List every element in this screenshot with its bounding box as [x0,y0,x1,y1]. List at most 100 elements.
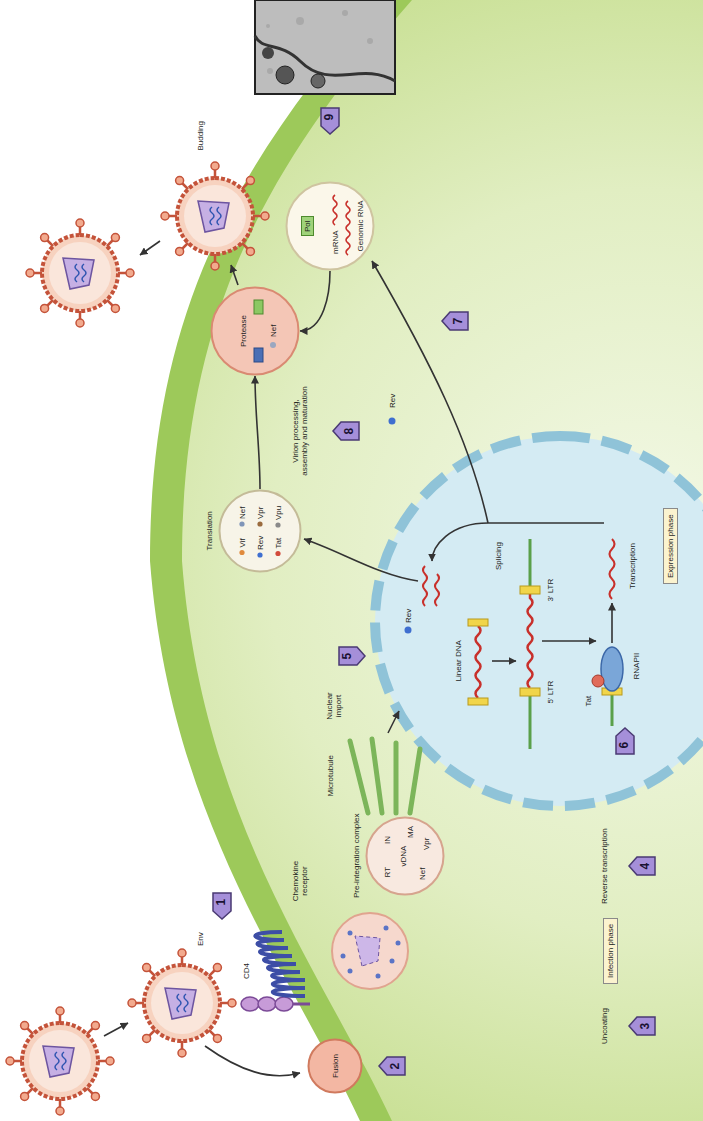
art-circle [405,627,412,634]
entry-arrows [104,1023,300,1076]
flow-arrow [255,376,260,489]
art-path [104,1023,128,1036]
art-rect [255,0,395,94]
callout-number: 4 [629,857,655,875]
annotation-label: Virion processing, assembly and maturati… [291,383,309,479]
protein-label: MA [406,826,415,838]
art-ellipse [601,647,623,691]
art-rect [520,688,540,696]
protein-label: Vpu [274,506,283,520]
art-circle [332,913,408,989]
linear-dna [468,619,488,705]
phase-box: Infection phase [603,918,618,984]
art-circle [276,66,294,84]
annotation-label: 3' LTR [546,579,555,602]
callout-arrow [321,108,339,134]
art-path [372,261,488,523]
annotation-label: RNAPII [632,653,641,680]
spliced-rna [423,566,439,606]
callout-number: 6 [616,728,634,754]
protein-label: Fusion [331,1054,340,1078]
protein-label: Vpr [256,507,265,519]
art-circle [341,954,346,959]
protein-label: Vpr [422,838,431,850]
callout-text: 3 [639,1023,653,1030]
art-path [231,265,238,285]
art-line [410,749,420,813]
callout-number: 7 [442,312,468,330]
art-circle [384,926,389,931]
bubble-heading: Pre-integration complex [352,814,361,898]
bubble-node: Fusion [307,1038,363,1094]
protein-dot [257,521,262,526]
annotation-label: Linear DNA [454,640,463,681]
art-circle [367,38,373,44]
box-text: Expression phase [666,514,675,578]
callout-number: 9 [321,108,339,134]
annotation-label: Env [196,932,205,946]
annotation-label: Transcription [628,543,637,589]
bubble-circle [367,818,444,895]
art-line [394,743,399,813]
protein-dot [275,522,280,527]
pol-box [254,300,263,314]
phase-box: Pol [301,216,314,236]
callout-arrow [442,312,468,330]
flow-arrow [300,271,330,331]
bubble-heading: Translation [205,511,214,550]
protein-label: Rev [256,536,265,550]
cd4-receptor [241,997,310,1011]
art-ellipse [258,997,276,1011]
callout-arrow [379,1057,405,1075]
bubble-circle [212,288,299,375]
art-circle [396,941,401,946]
art-path [488,522,604,524]
art-path [610,539,615,599]
annotation-label: Chemokine receptor [291,855,309,907]
callout-number: 8 [333,422,359,440]
art-circle [376,974,381,979]
annotation-label: Uncoating [600,1008,609,1044]
protein-label: RT [383,867,392,878]
callout-shape [321,108,339,134]
art-circle [348,931,353,936]
art-circle [311,74,325,88]
callout-number: 5 [339,647,365,665]
protein-label: vDNA [399,846,408,867]
protein-label: Protease [239,315,248,347]
bubble-node: mRNAGenomic RNAPol [285,181,375,271]
box-text: Infection phase [606,924,615,978]
callout-text: 5 [341,653,355,660]
nucleus [375,436,703,806]
annotation-label: Rev [404,609,413,623]
art-path [140,241,160,255]
protein-label: Nef [269,325,278,337]
bubble-circle [220,491,301,572]
callout-number: 1 [213,893,231,919]
rev-dots [389,418,412,634]
annotation-label: CD4 [242,963,251,979]
art-use [128,949,236,1057]
art-path [476,626,481,698]
protein-dot [257,552,262,557]
callout-shape [213,893,231,919]
annotation-label: Rev [388,394,397,408]
protein-dot [239,521,244,526]
protein-label: Nef [238,507,247,519]
electron-micrograph [255,0,395,94]
callout-arrow [616,728,634,754]
art-path [205,1046,300,1076]
callout-number: 3 [629,1017,655,1035]
callout-arrow [333,422,359,440]
callout-text: 9 [323,114,337,121]
art-rect [520,586,540,594]
gag-box [254,348,263,362]
art-circle [389,418,396,425]
art-path [492,660,516,662]
art-ellipse [275,997,293,1011]
art-circle [296,17,304,25]
art-circle [262,47,274,59]
annotation-label: Budding [196,121,205,150]
bubble-outline [210,286,300,376]
